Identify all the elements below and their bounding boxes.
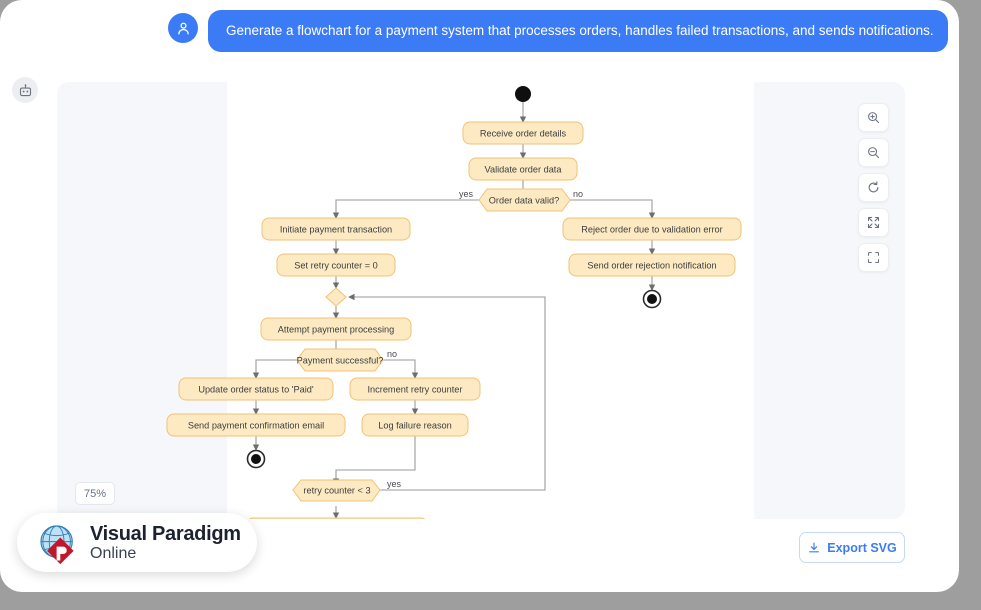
node-send-order-rejection-notification[interactable]: Send order rejection notification bbox=[568, 253, 736, 277]
edge-label-no-2: no bbox=[387, 349, 397, 359]
svg-text:Increment retry counter: Increment retry counter bbox=[368, 385, 463, 395]
reset-icon bbox=[868, 181, 879, 193]
node-receive-order-details[interactable]: Receive order details bbox=[462, 121, 584, 145]
svg-text:Initiate payment transaction: Initiate payment transaction bbox=[280, 225, 392, 235]
svg-text:Set retry counter = 0: Set retry counter = 0 bbox=[294, 261, 378, 271]
zoom-in-button[interactable] bbox=[858, 103, 889, 132]
node-send-payment-confirmation-email[interactable]: Send payment confirmation email bbox=[166, 413, 346, 437]
logo-line-2: Online bbox=[90, 544, 137, 562]
node-validate-order-data[interactable]: Validate order data bbox=[468, 157, 578, 181]
decision-order-data-valid[interactable]: Order data valid? bbox=[478, 188, 571, 212]
svg-text:Reject order due to validation: Reject order due to validation error bbox=[581, 225, 722, 235]
svg-text:Log failure reason: Log failure reason bbox=[378, 421, 452, 431]
fit-screen-button[interactable] bbox=[858, 208, 889, 237]
diagram-canvas[interactable]: yes no yes no yes Receive order details … bbox=[57, 82, 905, 519]
node-update-order-status-paid[interactable]: Update order status to 'Paid' bbox=[178, 377, 334, 401]
svg-text:Attempt payment processing: Attempt payment processing bbox=[278, 325, 394, 335]
node-increment-retry-counter[interactable]: Increment retry counter bbox=[349, 377, 481, 401]
robot-icon bbox=[19, 83, 31, 96]
merge-node bbox=[325, 287, 347, 307]
user-message-row: Generate a flowchart for a payment syste… bbox=[168, 10, 948, 53]
zoom-out-button[interactable] bbox=[858, 138, 889, 167]
svg-text:Payment successful?: Payment successful? bbox=[297, 356, 384, 366]
decision-payment-successful[interactable]: Payment successful? bbox=[296, 348, 384, 372]
final-node-success bbox=[246, 449, 266, 469]
person-icon bbox=[177, 22, 189, 34]
edge-label-yes-1: yes bbox=[459, 189, 474, 199]
download-icon bbox=[809, 541, 820, 552]
svg-text:retry counter < 3: retry counter < 3 bbox=[303, 486, 370, 496]
svg-text:Update order status to 'Paid': Update order status to 'Paid' bbox=[198, 385, 314, 395]
canvas-toolbar bbox=[858, 103, 889, 272]
globe-diamond-logo-icon bbox=[40, 524, 74, 564]
svg-text:Validate order data: Validate order data bbox=[485, 165, 563, 175]
node-initiate-payment-transaction[interactable]: Initiate payment transaction bbox=[261, 217, 411, 241]
svg-text:Send order rejection notificat: Send order rejection notification bbox=[587, 261, 716, 271]
node-attempt-payment-processing[interactable]: Attempt payment processing bbox=[260, 317, 412, 341]
node-set-retry-counter[interactable]: Set retry counter = 0 bbox=[276, 253, 396, 277]
visual-paradigm-logo: Visual Paradigm Online bbox=[17, 513, 257, 572]
export-svg-button[interactable]: Export SVG bbox=[799, 532, 905, 563]
svg-text:Order data valid?: Order data valid? bbox=[489, 196, 559, 206]
fit-screen-icon bbox=[867, 216, 880, 229]
initial-node bbox=[515, 86, 531, 102]
zoom-out-icon bbox=[868, 147, 880, 159]
export-svg-label: Export SVG bbox=[827, 540, 897, 555]
svg-text:Receive order details: Receive order details bbox=[480, 129, 567, 139]
flowchart-svg: yes no yes no yes Receive order details … bbox=[166, 86, 742, 519]
svg-text:Send payment confirmation emai: Send payment confirmation email bbox=[188, 421, 324, 431]
decision-retry-counter-lt-3[interactable]: retry counter < 3 bbox=[292, 479, 381, 502]
edge-label-no-1: no bbox=[573, 189, 583, 199]
node-update-order-status-payment-failed[interactable]: Update order status to 'Payment Failed' bbox=[246, 517, 428, 519]
zoom-level-indicator[interactable]: 75% bbox=[75, 482, 115, 505]
bot-avatar bbox=[12, 77, 38, 103]
reset-button[interactable] bbox=[858, 173, 889, 202]
fullscreen-button[interactable] bbox=[858, 243, 889, 272]
final-node-rejected bbox=[642, 289, 662, 309]
canvas-sheet bbox=[227, 82, 754, 519]
node-reject-order[interactable]: Reject order due to validation error bbox=[562, 217, 742, 241]
edge-label-yes-3: yes bbox=[387, 479, 402, 489]
fullscreen-icon bbox=[867, 251, 880, 264]
prompt-text: Generate a flowchart for a payment syste… bbox=[208, 10, 948, 53]
logo-line-1: Visual Paradigm bbox=[90, 522, 241, 545]
avatar bbox=[168, 13, 198, 43]
node-log-failure-reason[interactable]: Log failure reason bbox=[361, 413, 469, 437]
zoom-in-icon bbox=[868, 112, 880, 124]
app-card: Generate a flowchart for a payment syste… bbox=[0, 0, 959, 592]
